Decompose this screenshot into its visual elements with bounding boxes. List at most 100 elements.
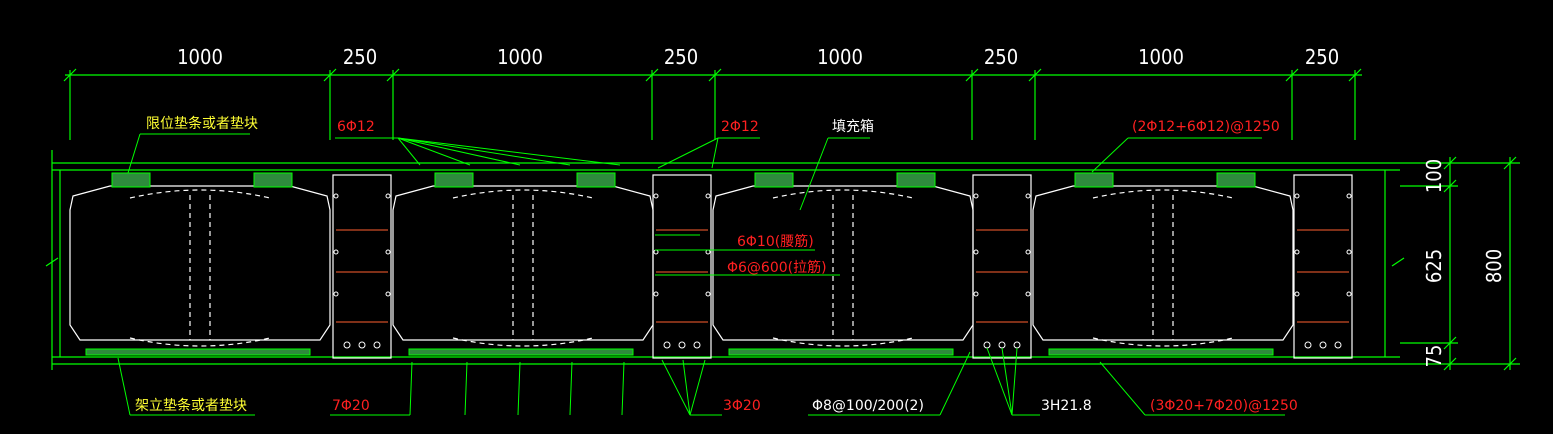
leader (1091, 137, 1129, 173)
box-top-arc (452, 189, 594, 199)
dim-625: 625 (1422, 249, 1446, 283)
leader (1011, 347, 1018, 416)
waist-bar (333, 291, 339, 297)
leader (397, 137, 621, 166)
top-pad (434, 172, 474, 188)
waist-bar (1025, 249, 1031, 255)
leader (464, 361, 468, 416)
dim-tick (323, 68, 337, 82)
dim-250-c: 250 (984, 45, 1018, 69)
waist-bar (653, 193, 659, 199)
dim-tick (1285, 68, 1299, 82)
label-support-pad: 架立垫条或者垫块 (135, 397, 247, 414)
leader (1001, 347, 1013, 416)
fill-box-2 (392, 185, 654, 341)
bottom-pad (728, 348, 954, 356)
dim-tick (386, 68, 400, 82)
leader (657, 137, 719, 169)
leader (117, 357, 131, 416)
top-pad (1074, 172, 1114, 188)
box-bottom-arc (129, 337, 271, 347)
bottom-main-bar (693, 341, 701, 349)
bottom-main-bar (663, 341, 671, 349)
leader (621, 361, 625, 416)
dim-250-a: 250 (343, 45, 377, 69)
rib-stirrup-2 (652, 174, 712, 359)
waist-bar (705, 249, 711, 255)
dim-800: 800 (1482, 249, 1506, 283)
dim-1000-c: 1000 (817, 45, 863, 69)
right-dimension-chain: 100 625 75 800 (1400, 156, 1520, 371)
bottom-pad (408, 348, 634, 356)
box-bottom-arc (772, 337, 914, 347)
box-top-arc (772, 189, 914, 199)
leader (986, 347, 1013, 416)
box-top-arc (1092, 189, 1234, 199)
rib-stirrup-3 (972, 174, 1032, 359)
label-stirrup: Φ8@100/200(2) (812, 398, 924, 414)
bottom-main-bar (358, 341, 366, 349)
dim-tick (965, 68, 979, 82)
label-bottom-rebar-1: 7Φ20 (332, 398, 370, 414)
waist-bar (333, 249, 339, 255)
top-pad (111, 172, 151, 188)
leader (397, 137, 421, 166)
leader (397, 137, 571, 166)
top-dimension-chain: 1000 250 1000 250 1000 250 1000 250 (63, 45, 1362, 140)
leader (397, 137, 471, 166)
rib-stirrup-4 (1293, 174, 1353, 359)
waist-bar (1294, 291, 1300, 297)
bottom-main-bar (1304, 341, 1312, 349)
top-pad (754, 172, 794, 188)
leader (711, 137, 719, 169)
dim-tick (63, 68, 77, 82)
waist-bar (705, 193, 711, 199)
label-top-rebar-1: 6Φ12 (337, 119, 375, 135)
top-pad (1216, 172, 1256, 188)
bottom-main-bar (998, 341, 1006, 349)
dim-250-b: 250 (664, 45, 698, 69)
box-bottom-arc (1092, 337, 1234, 347)
label-bottom-rebar-2: 3Φ20 (723, 398, 761, 414)
top-pad (253, 172, 293, 188)
waist-bar (1294, 193, 1300, 199)
waist-bar (1346, 193, 1352, 199)
leader (799, 137, 829, 211)
bottom-main-bar (1013, 341, 1021, 349)
bottom-main-bar (1319, 341, 1327, 349)
top-pad (576, 172, 616, 188)
waist-bar (973, 291, 979, 297)
waist-bar (1025, 291, 1031, 297)
bottom-main-bar (1334, 341, 1342, 349)
label-top-rebar-2: 2Φ12 (721, 119, 759, 135)
dim-1000-a: 1000 (177, 45, 223, 69)
bottom-pad (1048, 348, 1274, 356)
dim-1000-d: 1000 (1138, 45, 1184, 69)
waist-bar (1025, 193, 1031, 199)
leader (682, 359, 691, 416)
bottom-main-bar (343, 341, 351, 349)
waist-bar (385, 291, 391, 297)
fill-box-4 (1032, 185, 1294, 341)
top-pad (896, 172, 936, 188)
leader (661, 359, 691, 416)
leader (517, 361, 521, 416)
leader (1099, 361, 1146, 416)
waist-bar (333, 193, 339, 199)
bottom-main-bar (983, 341, 991, 349)
leader (409, 361, 413, 416)
ribs (332, 174, 1353, 359)
pads (85, 172, 1274, 356)
dim-75: 75 (1422, 345, 1446, 368)
waist-bar (973, 249, 979, 255)
dim-250-d: 250 (1305, 45, 1339, 69)
label-fill-box: 填充箱 (832, 119, 874, 135)
dim-tick (1348, 68, 1362, 82)
waist-bar (1294, 249, 1300, 255)
fill-box-1 (69, 185, 331, 341)
waist-bar (385, 193, 391, 199)
waist-bar (385, 249, 391, 255)
waist-bar (1346, 249, 1352, 255)
